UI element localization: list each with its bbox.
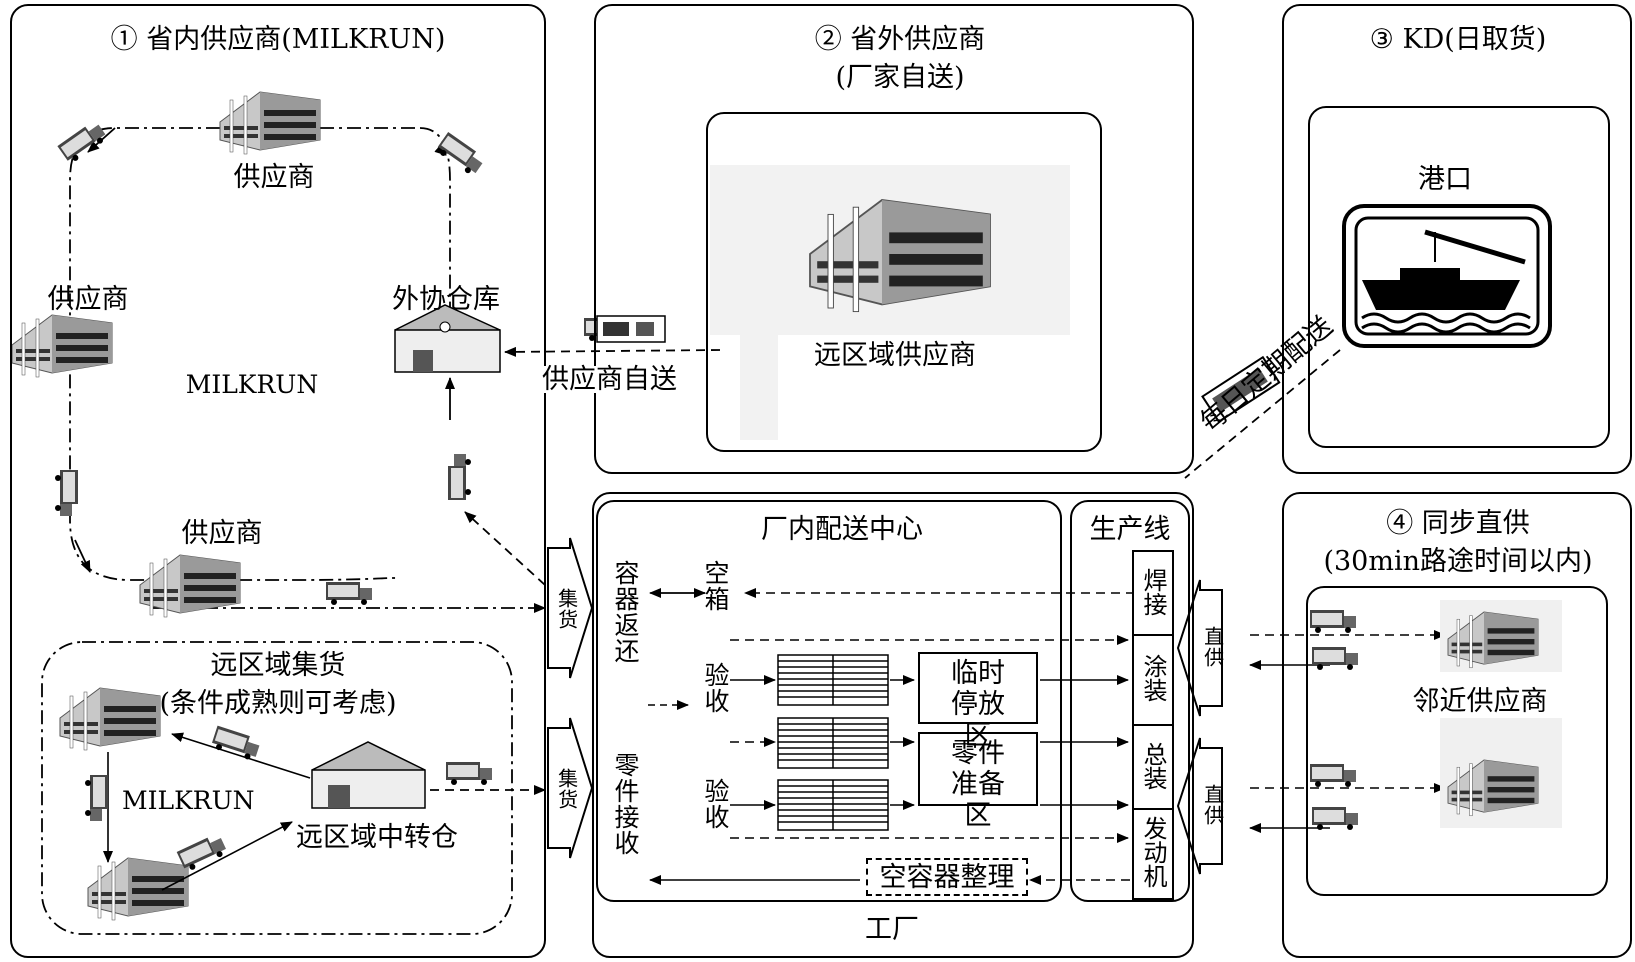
collect-label-1: 集货	[554, 588, 579, 630]
empty-sort-box	[866, 858, 1028, 896]
parts-area-label: 零件准备区	[918, 738, 1038, 831]
outside-supplier-label: 远区域供应商	[814, 340, 976, 371]
direct-label-2: 直供	[1200, 784, 1225, 826]
panel-sync	[1282, 492, 1632, 958]
panel4-subtitle: (30min路途时间以内)	[1323, 546, 1593, 577]
remote-title: 远区域集货	[210, 650, 346, 681]
line-title: 生产线	[1089, 514, 1171, 545]
parts-area-text: 零件准备区	[951, 738, 1005, 832]
lane-welding-text: 焊接	[1139, 568, 1167, 616]
panel-kd-inner	[1308, 106, 1610, 448]
neighbor-supplier-label: 邻近供应商	[1412, 686, 1548, 717]
empty-box-label: 空箱	[701, 560, 730, 612]
temp-area-text: 临时停放区	[951, 658, 1005, 752]
remote-hub-label: 远区域中转仓	[296, 822, 458, 853]
milkrun-center-label: MILKRUN	[185, 370, 319, 399]
warehouse-label: 外协仓库	[392, 284, 500, 315]
storage-rack	[777, 654, 889, 831]
empty-sort-label: 空容器整理	[879, 862, 1015, 893]
inspect-label-1: 验收	[701, 662, 730, 714]
direct-label-1: 直供	[1200, 626, 1225, 668]
port-ship-icon	[1342, 204, 1552, 348]
port-label: 港口	[1418, 164, 1472, 195]
supplier-top-label: 供应商	[233, 162, 315, 193]
panel-outside-inner	[706, 112, 1102, 452]
lane-welding: 焊接	[1132, 550, 1174, 636]
remote-subtitle: (条件成熟则可考虑)	[159, 688, 397, 719]
lane-assembly-text: 总装	[1139, 742, 1167, 790]
panel-sync-inner	[1306, 586, 1608, 896]
panel2-subtitle: (厂家自送)	[835, 62, 965, 93]
parts-area-box	[918, 732, 1038, 806]
panel-local-suppliers	[10, 4, 546, 958]
hub-warehouse-icon	[311, 741, 426, 809]
self-delivery-label: 供应商自送	[542, 364, 677, 395]
inspect-label-2: 验收	[701, 778, 730, 830]
collect-arrow-2	[547, 717, 594, 859]
warehouse-icon	[394, 304, 501, 373]
dc-title: 厂内配送中心	[761, 514, 923, 545]
lane-assembly: 总装	[1132, 724, 1174, 810]
supplier-bottom-label: 供应商	[181, 518, 263, 549]
panel3-title: ③ KD(日取货)	[1369, 24, 1547, 55]
temp-area-box	[918, 652, 1038, 724]
panel-kd	[1282, 4, 1632, 474]
parts-receive-label: 零件接收	[611, 752, 640, 856]
collect-label-2: 集货	[554, 768, 579, 810]
panel1-title: ① 省内供应商(MILKRUN)	[110, 24, 446, 55]
temp-area-label: 临时停放区	[918, 658, 1038, 751]
panel2-title: ② 省外供应商	[814, 24, 986, 55]
supplier-left-label: 供应商	[47, 284, 129, 315]
panel-factory	[592, 492, 1194, 958]
lane-painting: 涂装	[1132, 634, 1174, 726]
lane-engine-text: 发动机	[1139, 816, 1167, 888]
panel-dc	[596, 500, 1062, 902]
factory-label: 工厂	[865, 914, 919, 945]
lane-engine: 发动机	[1132, 808, 1174, 900]
remote-box	[41, 641, 513, 935]
collect-arrow-1	[547, 537, 594, 679]
remote-milkrun-label: MILKRUN	[122, 786, 255, 815]
lane-painting-text: 涂装	[1139, 654, 1167, 702]
panel4-title: ④ 同步直供	[1386, 508, 1530, 539]
panel-outside-suppliers	[594, 4, 1194, 474]
container-return-label: 容器返还	[611, 560, 640, 664]
panel-line	[1070, 500, 1190, 902]
